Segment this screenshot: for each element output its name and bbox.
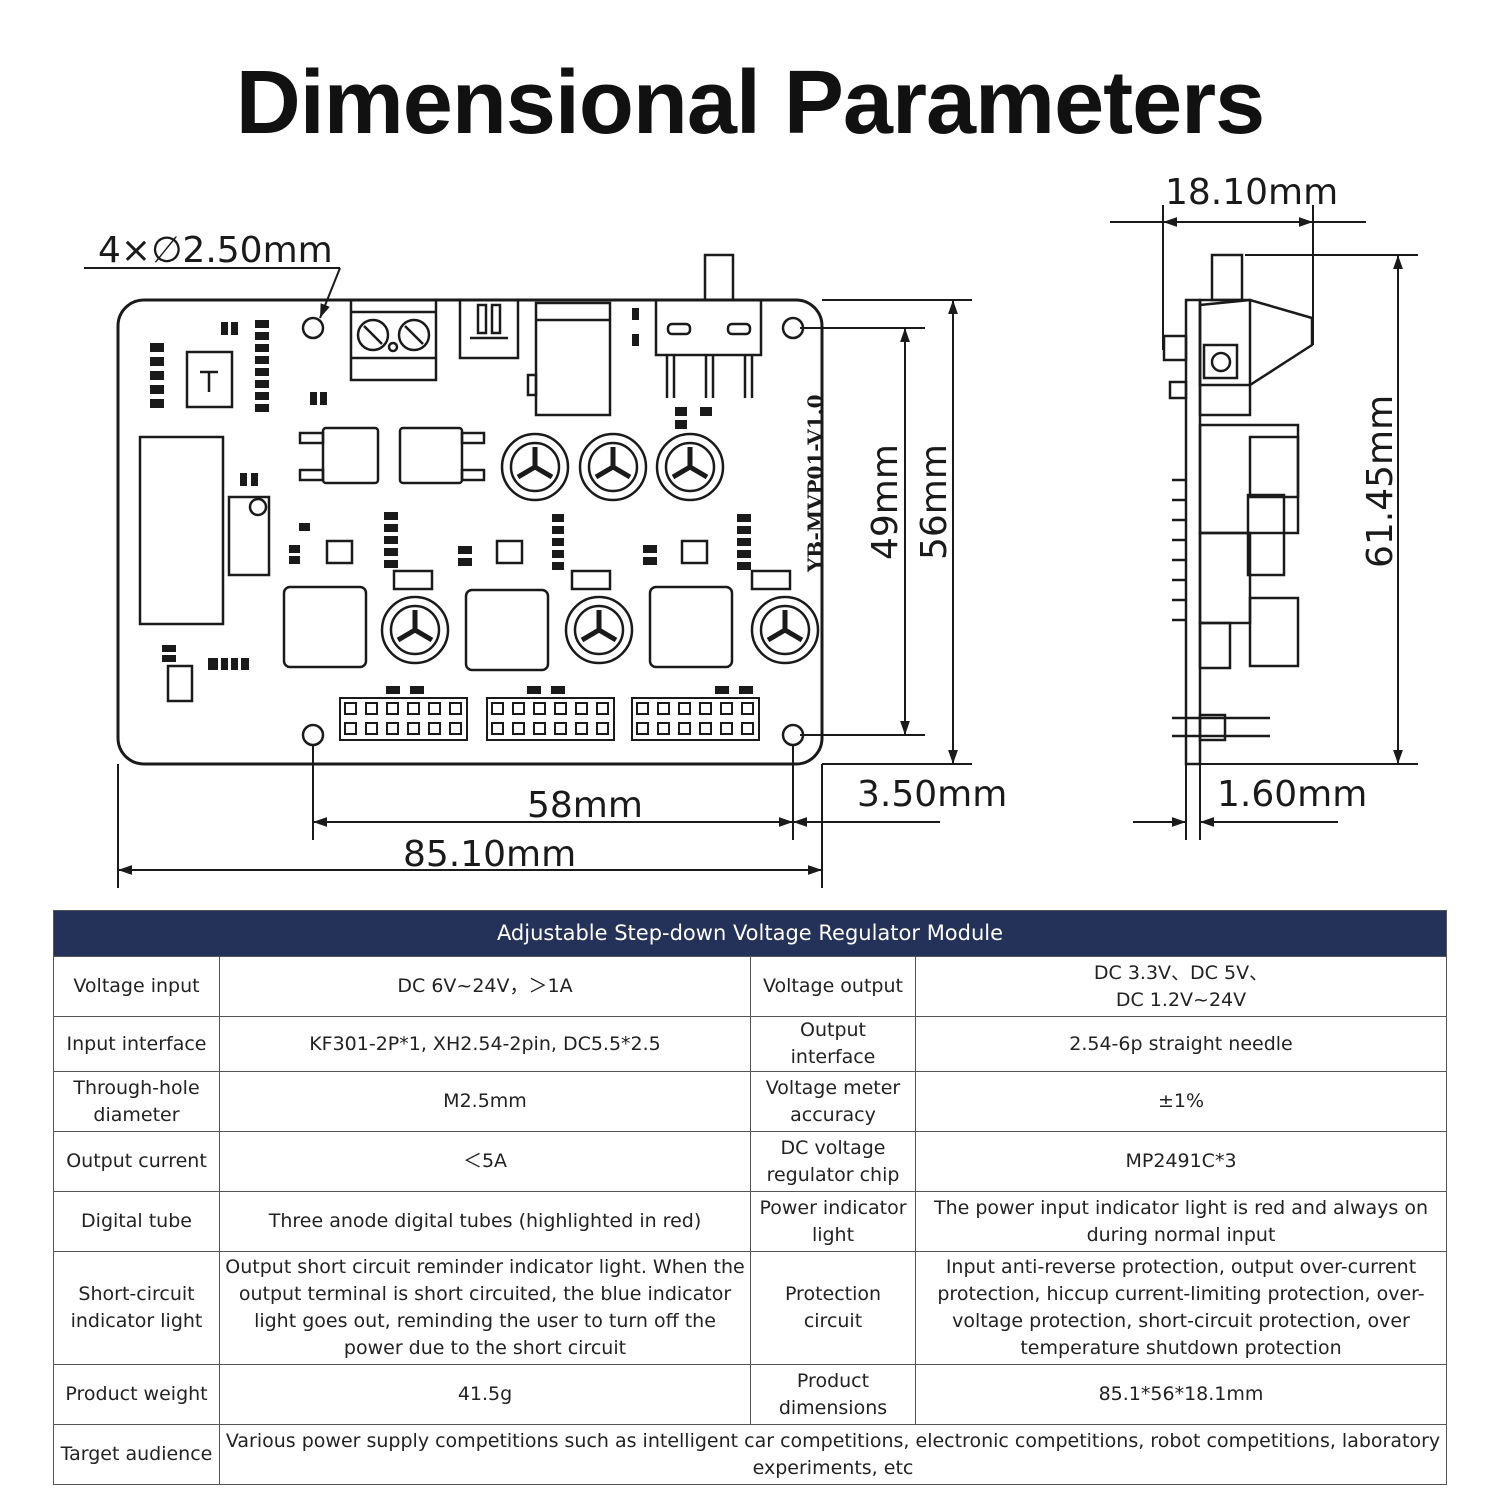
spec-label: Protection circuit [750,1251,916,1365]
spec-value: M2.5mm [219,1071,751,1132]
spec-value: Input anti-reverse protection, output ov… [915,1251,1447,1365]
hole-diameter-label: 4×∅2.50mm [98,230,333,271]
dc-jack [526,301,612,417]
spec-value: DC 6V~24V，＞1A [219,956,751,1017]
mounting-hole [301,723,325,747]
spec-value: Output short circuit reminder indicator … [219,1251,751,1365]
spec-label: Output current [53,1131,220,1192]
table-row: Input interface KF301-2P*1, XH2.54-2pin,… [53,1016,1447,1072]
hole-spacing-x-label: 58mm [527,785,643,826]
spec-label: Digital tube [53,1191,220,1252]
table-row: Digital tube Three anode digital tubes (… [53,1191,1447,1252]
spec-value: Various power supply competitions such a… [219,1424,1447,1485]
pcb-thickness-label: 1.60mm [1217,774,1367,815]
spec-value-line: DC 1.2V~24V [1115,988,1247,1011]
spec-label: Target audience [53,1424,220,1485]
table-header: Adjustable Step-down Voltage Regulator M… [53,910,1447,957]
potentiometer [227,495,271,577]
spec-label: Product weight [53,1364,220,1425]
table-row: Through-hole diameter M2.5mm Voltage met… [53,1071,1447,1132]
table-row: Voltage input DC 6V~24V，＞1A Voltage outp… [53,956,1447,1017]
spec-label: DC voltage regulator chip [750,1131,916,1192]
slide-switch [654,253,763,398]
spec-label: Output interface [750,1016,916,1072]
thickness-total-label: 18.10mm [1165,172,1338,213]
spec-value: 85.1*56*18.1mm [915,1364,1447,1425]
table-row: Product weight 41.5g Product dimensions … [53,1364,1447,1425]
mcu-chip [185,350,234,409]
hole-spacing-y-label: 49mm [865,444,906,560]
spec-label: Voltage output [750,956,916,1017]
xh-connector [458,298,520,360]
side-length-label: 61.45mm [1360,395,1401,568]
table-row: Short-circuit indicator light Output sho… [53,1251,1447,1365]
spec-value: Three anode digital tubes (highlighted i… [219,1191,751,1252]
spec-value: The power input indicator light is red a… [915,1191,1447,1252]
spec-label: Through-hole diameter [53,1071,220,1132]
spec-value: ＜5A [219,1131,751,1192]
table-row: Output current ＜5A DC voltage regulator … [53,1131,1447,1192]
spec-label: Voltage input [53,956,220,1017]
top-view-dimension-lines [84,267,972,888]
spec-value: ±1% [915,1071,1447,1132]
board-width-label: 85.10mm [403,834,576,875]
spec-label: Input interface [53,1016,220,1072]
table-row: Target audience Various power supply com… [53,1424,1447,1485]
board-label: YB-MVP01-V1.0 [803,394,827,573]
spec-label: Product dimensions [750,1364,916,1425]
spec-value: 41.5g [219,1364,751,1425]
spec-table: Adjustable Step-down Voltage Regulator M… [53,910,1447,1485]
smd-components [150,308,753,694]
spec-label: Voltage meter accuracy [750,1071,916,1132]
capacitors [380,432,820,665]
terminal-block-kf301 [349,298,438,382]
page-title: Dimensional Parameters [235,53,1265,153]
side-view-dimension-lines [1110,205,1418,840]
spec-label: Short-circuit indicator light [53,1251,220,1365]
inductors [282,426,734,672]
board-side-view [1162,253,1314,766]
spec-value: DC 3.3V、DC 5V、 DC 1.2V~24V [915,956,1447,1017]
pin-headers [339,697,760,741]
hole-offset-label: 3.50mm [857,774,1007,815]
spec-value-line: DC 3.3V、DC 5V、 [1093,961,1269,984]
spec-value: KF301-2P*1, XH2.54-2pin, DC5.5*2.5 [219,1016,751,1072]
spec-value: MP2491C*3 [915,1131,1447,1192]
board-top-view [116,253,824,766]
display-area [138,435,225,626]
spec-label: Power indicator light [750,1191,916,1252]
board-height-label: 56mm [914,444,955,560]
spec-value: 2.54-6p straight needle [915,1016,1447,1072]
mounting-hole [301,316,325,340]
dimension-drawing: YB-MVP01-V1.0 4×∅2.50mm 58mm 3.50mm 85.1… [84,172,1418,888]
